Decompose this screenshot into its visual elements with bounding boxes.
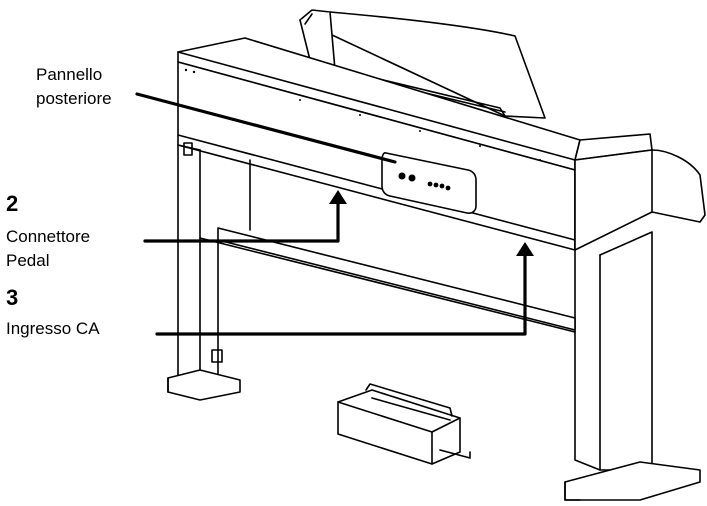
rear-panel-label-line2: posteriore bbox=[36, 89, 112, 108]
left-leg bbox=[177, 142, 223, 389]
callout-line-ac bbox=[155, 250, 527, 336]
screws bbox=[184, 68, 541, 161]
arrow-up-icon bbox=[329, 190, 347, 204]
pedal-box bbox=[337, 383, 471, 465]
step-2-number: 2 bbox=[6, 191, 19, 216]
pedal-jacks bbox=[398, 172, 451, 191]
callout-line-pedal bbox=[143, 198, 340, 243]
ac-input-label: Ingresso CA bbox=[6, 319, 100, 338]
arrow-up-icon bbox=[516, 242, 534, 256]
step-3-number: 3 bbox=[6, 285, 19, 310]
right-side-panel bbox=[574, 149, 706, 471]
callout-lines bbox=[135, 92, 527, 336]
left-foot bbox=[167, 369, 241, 401]
callout-line-panel bbox=[135, 92, 397, 164]
pedal-connector-label-line2: Pedal bbox=[6, 251, 50, 270]
right-foot bbox=[564, 461, 701, 501]
music-rest bbox=[299, 9, 546, 119]
callout-arrowheads bbox=[329, 190, 534, 256]
pedal-connector-label-line1: Connettore bbox=[6, 227, 91, 246]
connector-panel bbox=[381, 152, 477, 214]
rear-panel-label-line1: Pannello bbox=[36, 65, 103, 84]
lower-panel bbox=[199, 159, 576, 381]
